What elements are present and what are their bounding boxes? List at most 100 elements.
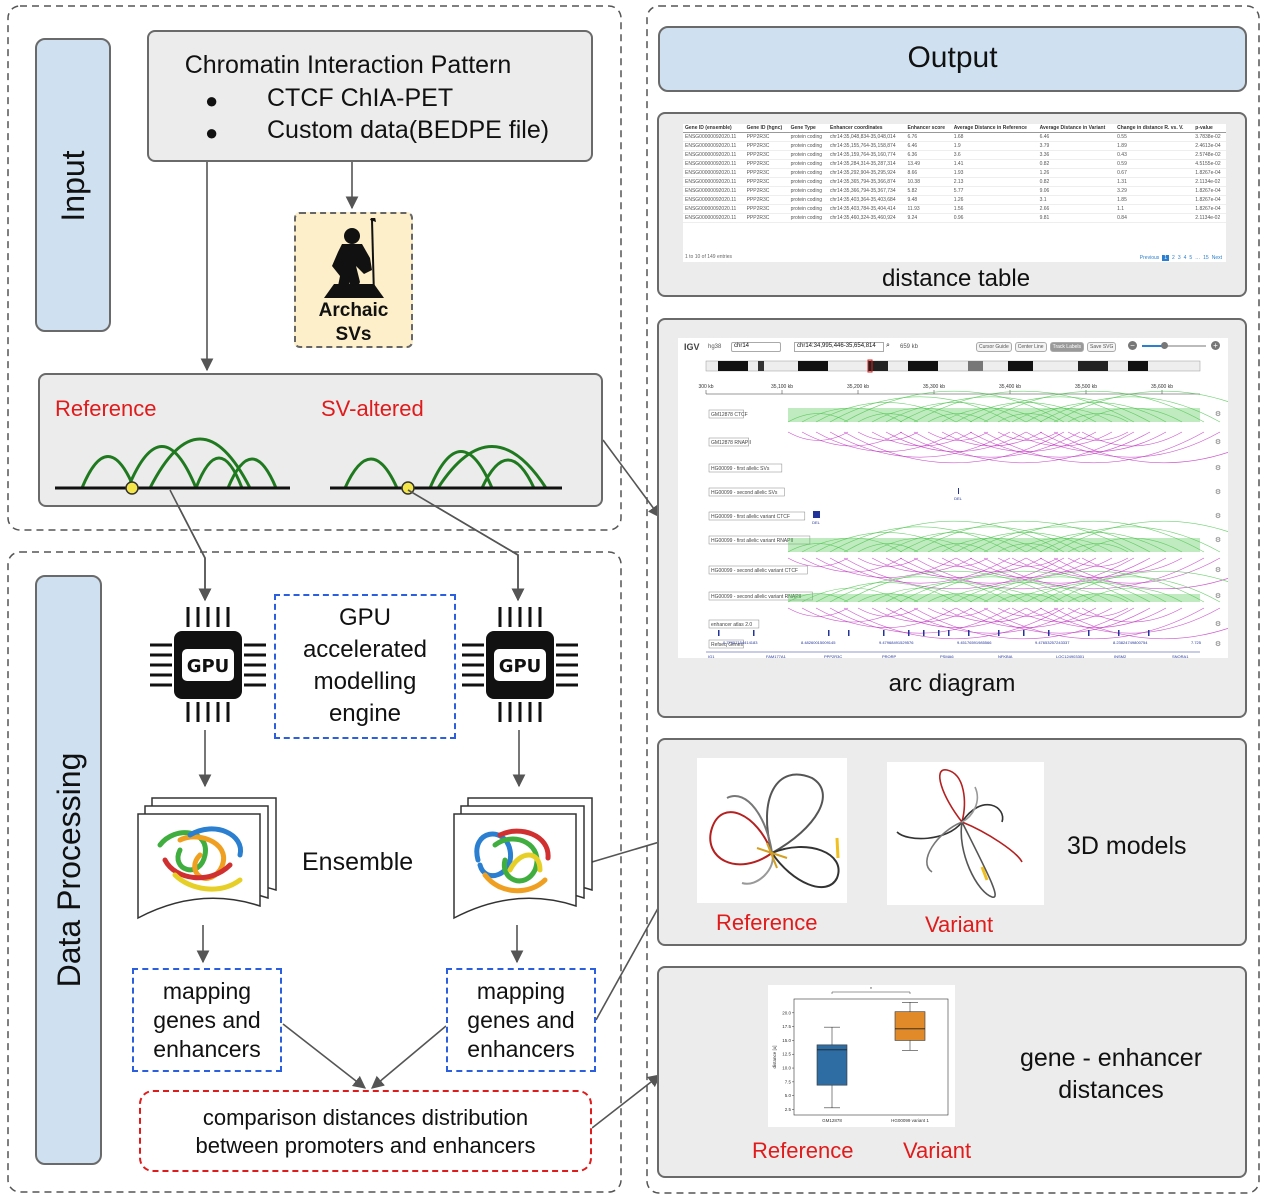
table-cell: 3.7838e-02 xyxy=(1193,132,1226,142)
igv-zoom-out-icon[interactable]: − xyxy=(1128,341,1137,350)
arrow-mapping-right-to-comparison xyxy=(371,1025,447,1089)
igv-toolbar-button[interactable]: Center Line xyxy=(1014,342,1047,352)
igv-search-icon[interactable]: ⌕ xyxy=(886,342,890,349)
igv-arc-rnapii-3 xyxy=(843,607,1065,640)
model-variant-svg xyxy=(896,769,1023,898)
igv-toolbar-button[interactable]: Save SVG xyxy=(1087,342,1117,352)
igv-track-label: HG00099 - second allelic variant RNAPII xyxy=(711,594,801,600)
pager-item[interactable]: 1 xyxy=(1162,255,1170,261)
ensemble-stack-left xyxy=(137,797,277,920)
table-cell: PPP2R3C xyxy=(744,213,789,223)
arc-diagram-caption: arc diagram xyxy=(888,670,1016,697)
igv-arc-ctcf-3 xyxy=(801,587,903,603)
igv-arc-rnapii-3 xyxy=(857,607,919,617)
table-header-cell[interactable]: Average Distance in Reference xyxy=(951,124,1038,133)
boxplot-box xyxy=(894,1011,926,1041)
table-cell: PPP2R3C xyxy=(744,168,789,178)
table-cell: chr14:35,365,794-35,366,874 xyxy=(828,177,906,187)
igv-arc-ctcf xyxy=(1025,402,1167,423)
table-cell: 1.56 xyxy=(951,204,1038,214)
table-cell: 1.68 xyxy=(951,132,1038,142)
igv-enhancer-mark xyxy=(848,630,850,636)
igv-arc-rnapii-3 xyxy=(871,607,973,623)
table-cell: 9.06 xyxy=(1037,186,1116,196)
pager-item[interactable]: … xyxy=(1195,255,1201,261)
table-cell: PPP2R3C xyxy=(744,141,789,151)
igv-arc-rnapii-3 xyxy=(983,607,1205,640)
igv-toolbar-button[interactable]: Track Labels xyxy=(1049,342,1085,352)
mapping-box-right xyxy=(446,968,596,1072)
table-cell: 1.89 xyxy=(1115,141,1194,151)
igv-arc-rnapii-2 xyxy=(1011,557,1113,573)
igv-arc-rnapii xyxy=(1011,431,1113,447)
igv-ideogram-band xyxy=(718,361,748,371)
igv-arc-ctcf-2 xyxy=(1011,537,1113,553)
engine-line-3: modelling xyxy=(313,668,417,695)
table-cell: ENSG00000092020.11 xyxy=(683,195,745,205)
igv-gene-label: FAM177A1 xyxy=(766,654,787,658)
igv-ideogram xyxy=(705,360,1201,372)
igv-arc-ctcf xyxy=(885,402,1027,423)
table-header-cell[interactable]: Change in distance R. vs. V. xyxy=(1115,124,1194,133)
igv-track-label-box xyxy=(708,565,808,575)
igv-zoom-slider[interactable] xyxy=(1142,345,1206,347)
processing-section-label: Data Processing xyxy=(51,752,87,988)
table-cell: 5.82 xyxy=(905,186,952,196)
input-pattern-comparison-box xyxy=(38,373,603,507)
table-cell: ENSG00000092020.11 xyxy=(683,186,745,196)
table-cell: ENSG00000092020.11 xyxy=(683,213,745,223)
igv-arc-rnapii xyxy=(829,431,1011,458)
pager-item[interactable]: 2 xyxy=(1172,255,1175,261)
igv-zoom-slider-thumb[interactable] xyxy=(1161,342,1168,349)
igv-arc-rnapii-3 xyxy=(1025,607,1167,628)
igv-arc-ctcf xyxy=(969,396,1151,423)
table-cell: chr14:35,366,794-35,367,734 xyxy=(828,186,906,196)
table-cell: chr14:35,292,904-35,295,924 xyxy=(828,168,906,178)
igv-arc-ctcf xyxy=(941,407,1043,423)
model-variant-thumbnail xyxy=(887,762,1044,905)
ensemble-label: Ensemble xyxy=(302,848,414,876)
igv-arc-ctcf xyxy=(927,413,989,423)
igv-chrom-select[interactable]: chr14 xyxy=(731,342,781,352)
comparison-line-1: comparison distances distribution xyxy=(202,1105,529,1130)
pager-item[interactable]: Previous xyxy=(1139,255,1160,261)
igv-track-label: enhancer atlas 2.0 xyxy=(711,622,752,628)
table-cell: 11.93 xyxy=(905,204,952,214)
igv-arc-rnapii xyxy=(913,431,1135,464)
igv-genome: hg38 xyxy=(708,344,722,350)
igv-ruler-label: 35,500 kb xyxy=(1075,384,1097,390)
table-header-cell[interactable]: Gene ID (ensemble) xyxy=(683,124,745,133)
igv-arc-ctcf-3 xyxy=(843,570,1065,603)
table-header-cell[interactable]: Enhancer coordinates xyxy=(828,124,906,133)
igv-gene-label: PSMA6 xyxy=(940,654,954,658)
table-cell: 1.1 xyxy=(1115,204,1194,214)
table-header-cell[interactable]: Enhancer score xyxy=(905,124,952,133)
pager-item[interactable]: 3 xyxy=(1177,255,1181,261)
table-cell: 1.8267e-04 xyxy=(1193,204,1226,214)
igv-toolbar-button[interactable]: Cursor Guide xyxy=(976,342,1012,352)
engine-line-4: engine xyxy=(328,700,402,727)
igv-arc-rnapii xyxy=(1053,431,1228,464)
input-section-label-box xyxy=(35,38,111,332)
igv-zoom-in-icon[interactable]: + xyxy=(1211,341,1220,350)
igv-enhancer-mark xyxy=(1048,630,1050,636)
archaic-human-icon xyxy=(324,218,384,298)
pager-item[interactable]: 4 xyxy=(1183,255,1187,261)
pager-item[interactable]: 5 xyxy=(1189,255,1193,261)
igv-enhancer-mark xyxy=(1088,630,1090,636)
table-header-cell[interactable]: p-value xyxy=(1193,124,1226,133)
mapping-box-left xyxy=(132,968,282,1072)
table-header-cell[interactable]: Gene ID (hgnc) xyxy=(744,124,789,133)
igv-locus-input[interactable]: chr14:34,995,446-35,654,814 xyxy=(794,342,884,352)
igv-arc-ctcf-3 xyxy=(927,593,989,603)
pager-item[interactable]: Next xyxy=(1211,255,1222,261)
table-header-cell[interactable]: Gene Type xyxy=(788,124,828,133)
table-header-cell[interactable]: Average Distance in Variant xyxy=(1037,124,1116,133)
igv-arc-ctcf-2 xyxy=(1053,520,1228,553)
pager-item[interactable]: 15 xyxy=(1203,255,1209,261)
boxplot-category-label: GM12878 xyxy=(822,1118,842,1123)
